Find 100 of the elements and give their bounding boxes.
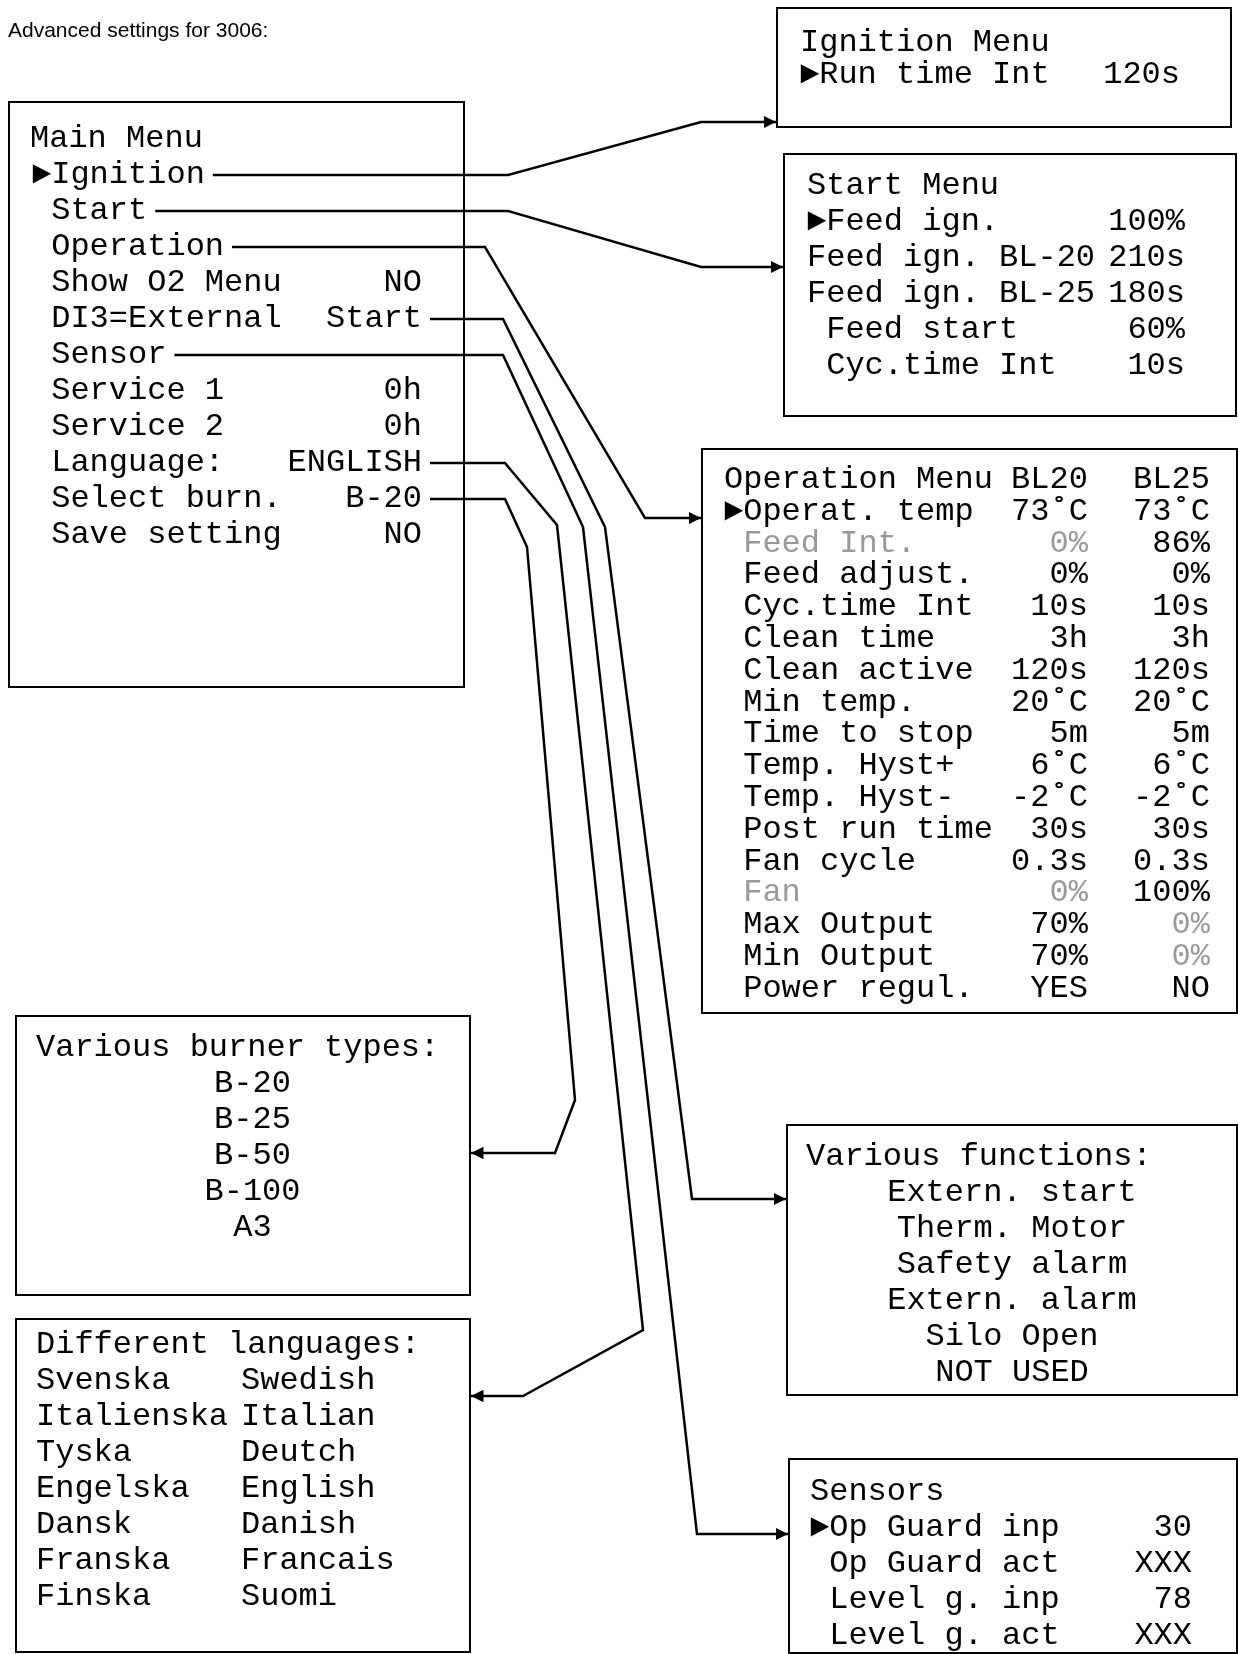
setting-value: -2˚C [1133,781,1210,814]
arrow [212,115,776,177]
setting-value: 100% [1108,204,1185,240]
setting-value: 60% [1127,312,1185,348]
menu-screen [701,448,1238,1014]
setting-label: Time to stop [743,718,974,751]
column-header: BL25 [1133,464,1210,496]
language-name: English [241,1471,376,1507]
list-item: A3 [233,1210,272,1246]
setting-label: Level g. act [829,1618,1060,1654]
language-name: Dansk [36,1507,132,1543]
menu-item: Show O2 Menu [51,265,282,301]
menu-heading: Start Menu [807,168,1000,204]
list-item: Silo Open [925,1319,1099,1355]
setting-value: 120s [1103,59,1180,91]
language-name: Deutch [241,1435,357,1471]
setting-value: 120s [1011,654,1088,687]
setting-value: 180s [1108,276,1185,312]
setting-value: NO [1171,972,1210,1005]
setting-value: 100% [1133,877,1210,910]
setting-label: Feed adjust. [743,559,974,592]
menu-screen [15,1318,471,1653]
arrow [430,461,645,1403]
menu-heading: Different languages: [36,1327,421,1363]
setting-label: Fan [743,877,801,910]
language-name: Franska [36,1543,171,1579]
setting-label: Cyc.time Int [743,591,974,623]
setting-label: Min temp. [743,686,917,719]
list-item: B-20 [214,1066,291,1102]
setting-value: 3h [1049,623,1088,655]
setting-label: ►Operat. temp [724,495,974,528]
setting-label: Max Output [743,909,936,941]
setting-value: 10s [1152,591,1210,623]
language-name: Swedish [241,1363,376,1399]
setting-value: 0% [1049,877,1088,910]
language-name: Finska [36,1579,152,1615]
setting-value: 20˚C [1133,686,1210,719]
list-item: Therm. Motor [896,1211,1128,1247]
setting-value: 0% [1171,940,1210,973]
menu-screen [8,101,465,688]
setting-value: 0.3s [1011,845,1088,878]
setting-label: Min Output [743,940,936,973]
arrow [232,245,701,525]
menu-item: Service 1 [51,373,225,409]
setting-label: ►Op Guard inp [810,1510,1060,1546]
menu-heading: Ignition Menu [800,27,1050,59]
setting-value: Start [326,301,422,337]
setting-label: Power regul. [743,972,974,1005]
setting-value: 0h [383,409,422,445]
list-item: B-50 [214,1138,291,1174]
menu-heading: Various burner types: [36,1030,440,1066]
setting-value: 6˚C [1152,750,1210,782]
language-name: Italienska [36,1399,229,1435]
setting-value: 78 [1153,1582,1192,1618]
setting-value: 70% [1030,940,1088,973]
setting-value: 0% [1049,527,1088,560]
setting-value: 73˚C [1011,495,1088,528]
setting-label: Feed ign. BL-25 [807,276,1096,312]
list-item: B-25 [214,1102,291,1138]
menu-item: Select burn. [51,481,282,517]
page-title: Advanced settings for 3006: [8,18,269,42]
setting-label: Temp. Hyst- [743,781,955,814]
setting-value: 210s [1108,240,1185,276]
setting-value: XXX [1134,1618,1192,1654]
column-header: BL20 [1011,464,1088,496]
setting-label: ►Run time Int [800,59,1050,91]
setting-value: 30s [1152,813,1210,846]
setting-label: Clean time [743,623,936,655]
setting-label: Op Guard act [829,1546,1060,1582]
arrow [430,497,577,1160]
menu-item: Save setting [51,517,282,553]
arrow [174,353,788,1541]
setting-label: Post run time [743,813,993,846]
setting-value: 20˚C [1011,686,1088,719]
setting-value: 120s [1133,654,1210,687]
language-name: Italian [241,1399,376,1435]
language-name: Tyska [36,1435,132,1471]
list-item: Extern. alarm [887,1283,1137,1319]
language-name: Suomi [241,1579,337,1615]
setting-value: 5m [1171,718,1210,751]
setting-label: Level g. inp [829,1582,1060,1618]
language-name: Danish [241,1507,357,1543]
menu-item: ►Ignition [32,157,205,193]
setting-value: B-20 [345,481,422,517]
setting-value: ENGLISH [287,445,422,481]
setting-label: Feed Int. [743,527,917,560]
setting-value: 6˚C [1030,750,1088,782]
setting-value: 3h [1171,623,1210,655]
setting-label: Feed ign. BL-20 [807,240,1096,276]
menu-item: Operation [51,229,225,265]
setting-label: Cyc.time Int [826,348,1057,384]
menu-heading: Sensors [810,1474,945,1510]
setting-label: Temp. Hyst+ [743,750,955,782]
list-item: B-100 [204,1174,301,1210]
language-name: Svenska [36,1363,171,1399]
setting-value: -2˚C [1011,781,1088,814]
setting-label: Fan cycle [743,845,917,878]
setting-value: 0% [1049,559,1088,592]
language-name: Francais [241,1543,395,1579]
setting-value: NO [383,517,422,553]
